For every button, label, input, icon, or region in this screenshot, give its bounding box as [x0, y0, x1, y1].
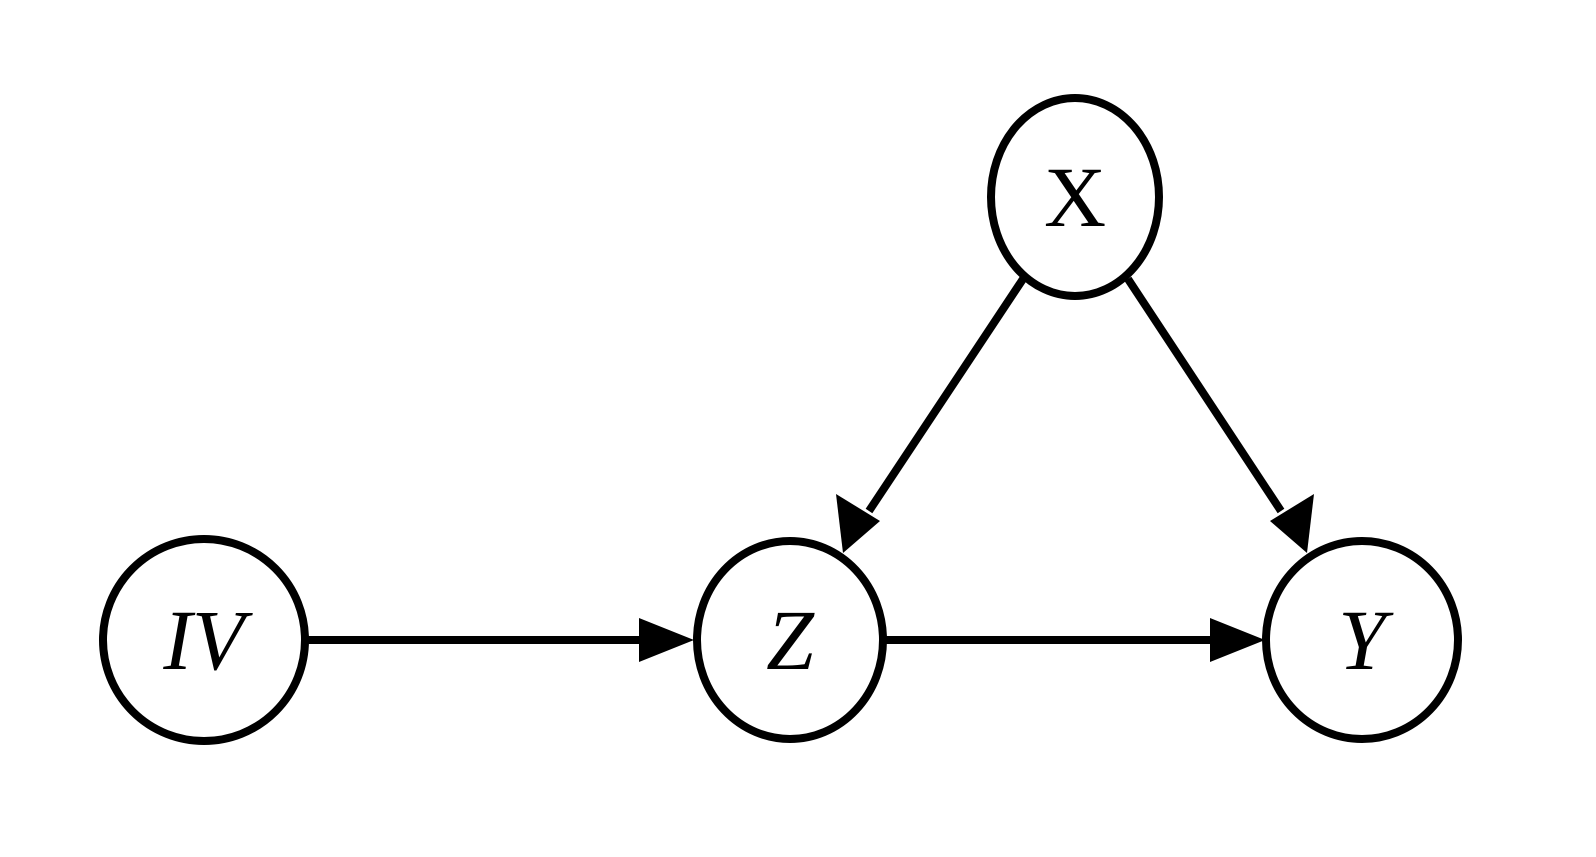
node-y[interactable]: Y: [1262, 537, 1462, 743]
node-x-circle[interactable]: [987, 94, 1163, 300]
node-iv-label: IV: [162, 592, 253, 688]
node-z[interactable]: Z: [693, 537, 887, 743]
node-y-circle[interactable]: [1262, 537, 1462, 743]
edge-x-to-y-arrowhead-icon: [1270, 494, 1314, 553]
node-layer: IV X Z Y: [99, 94, 1462, 745]
edge-layer: [306, 276, 1314, 662]
edge-z-to-y-arrowhead-icon: [1210, 618, 1265, 662]
node-y-label: Y: [1338, 592, 1394, 688]
edge-x-to-z[interactable]: [836, 276, 1027, 553]
node-iv[interactable]: IV: [99, 535, 309, 745]
edge-x-to-y[interactable]: [1124, 276, 1314, 553]
node-iv-circle[interactable]: [99, 535, 309, 745]
edge-x-to-y-line: [1124, 276, 1285, 514]
node-x-label: X: [1044, 149, 1106, 245]
edge-iv-to-z[interactable]: [306, 618, 694, 662]
edge-iv-to-z-arrowhead-icon: [639, 618, 694, 662]
node-x[interactable]: X: [987, 94, 1163, 300]
node-z-label: Z: [766, 592, 815, 688]
edge-x-to-z-line: [865, 276, 1027, 514]
node-z-circle[interactable]: [693, 537, 887, 743]
edge-z-to-y[interactable]: [884, 618, 1265, 662]
edge-x-to-z-arrowhead-icon: [836, 494, 880, 553]
